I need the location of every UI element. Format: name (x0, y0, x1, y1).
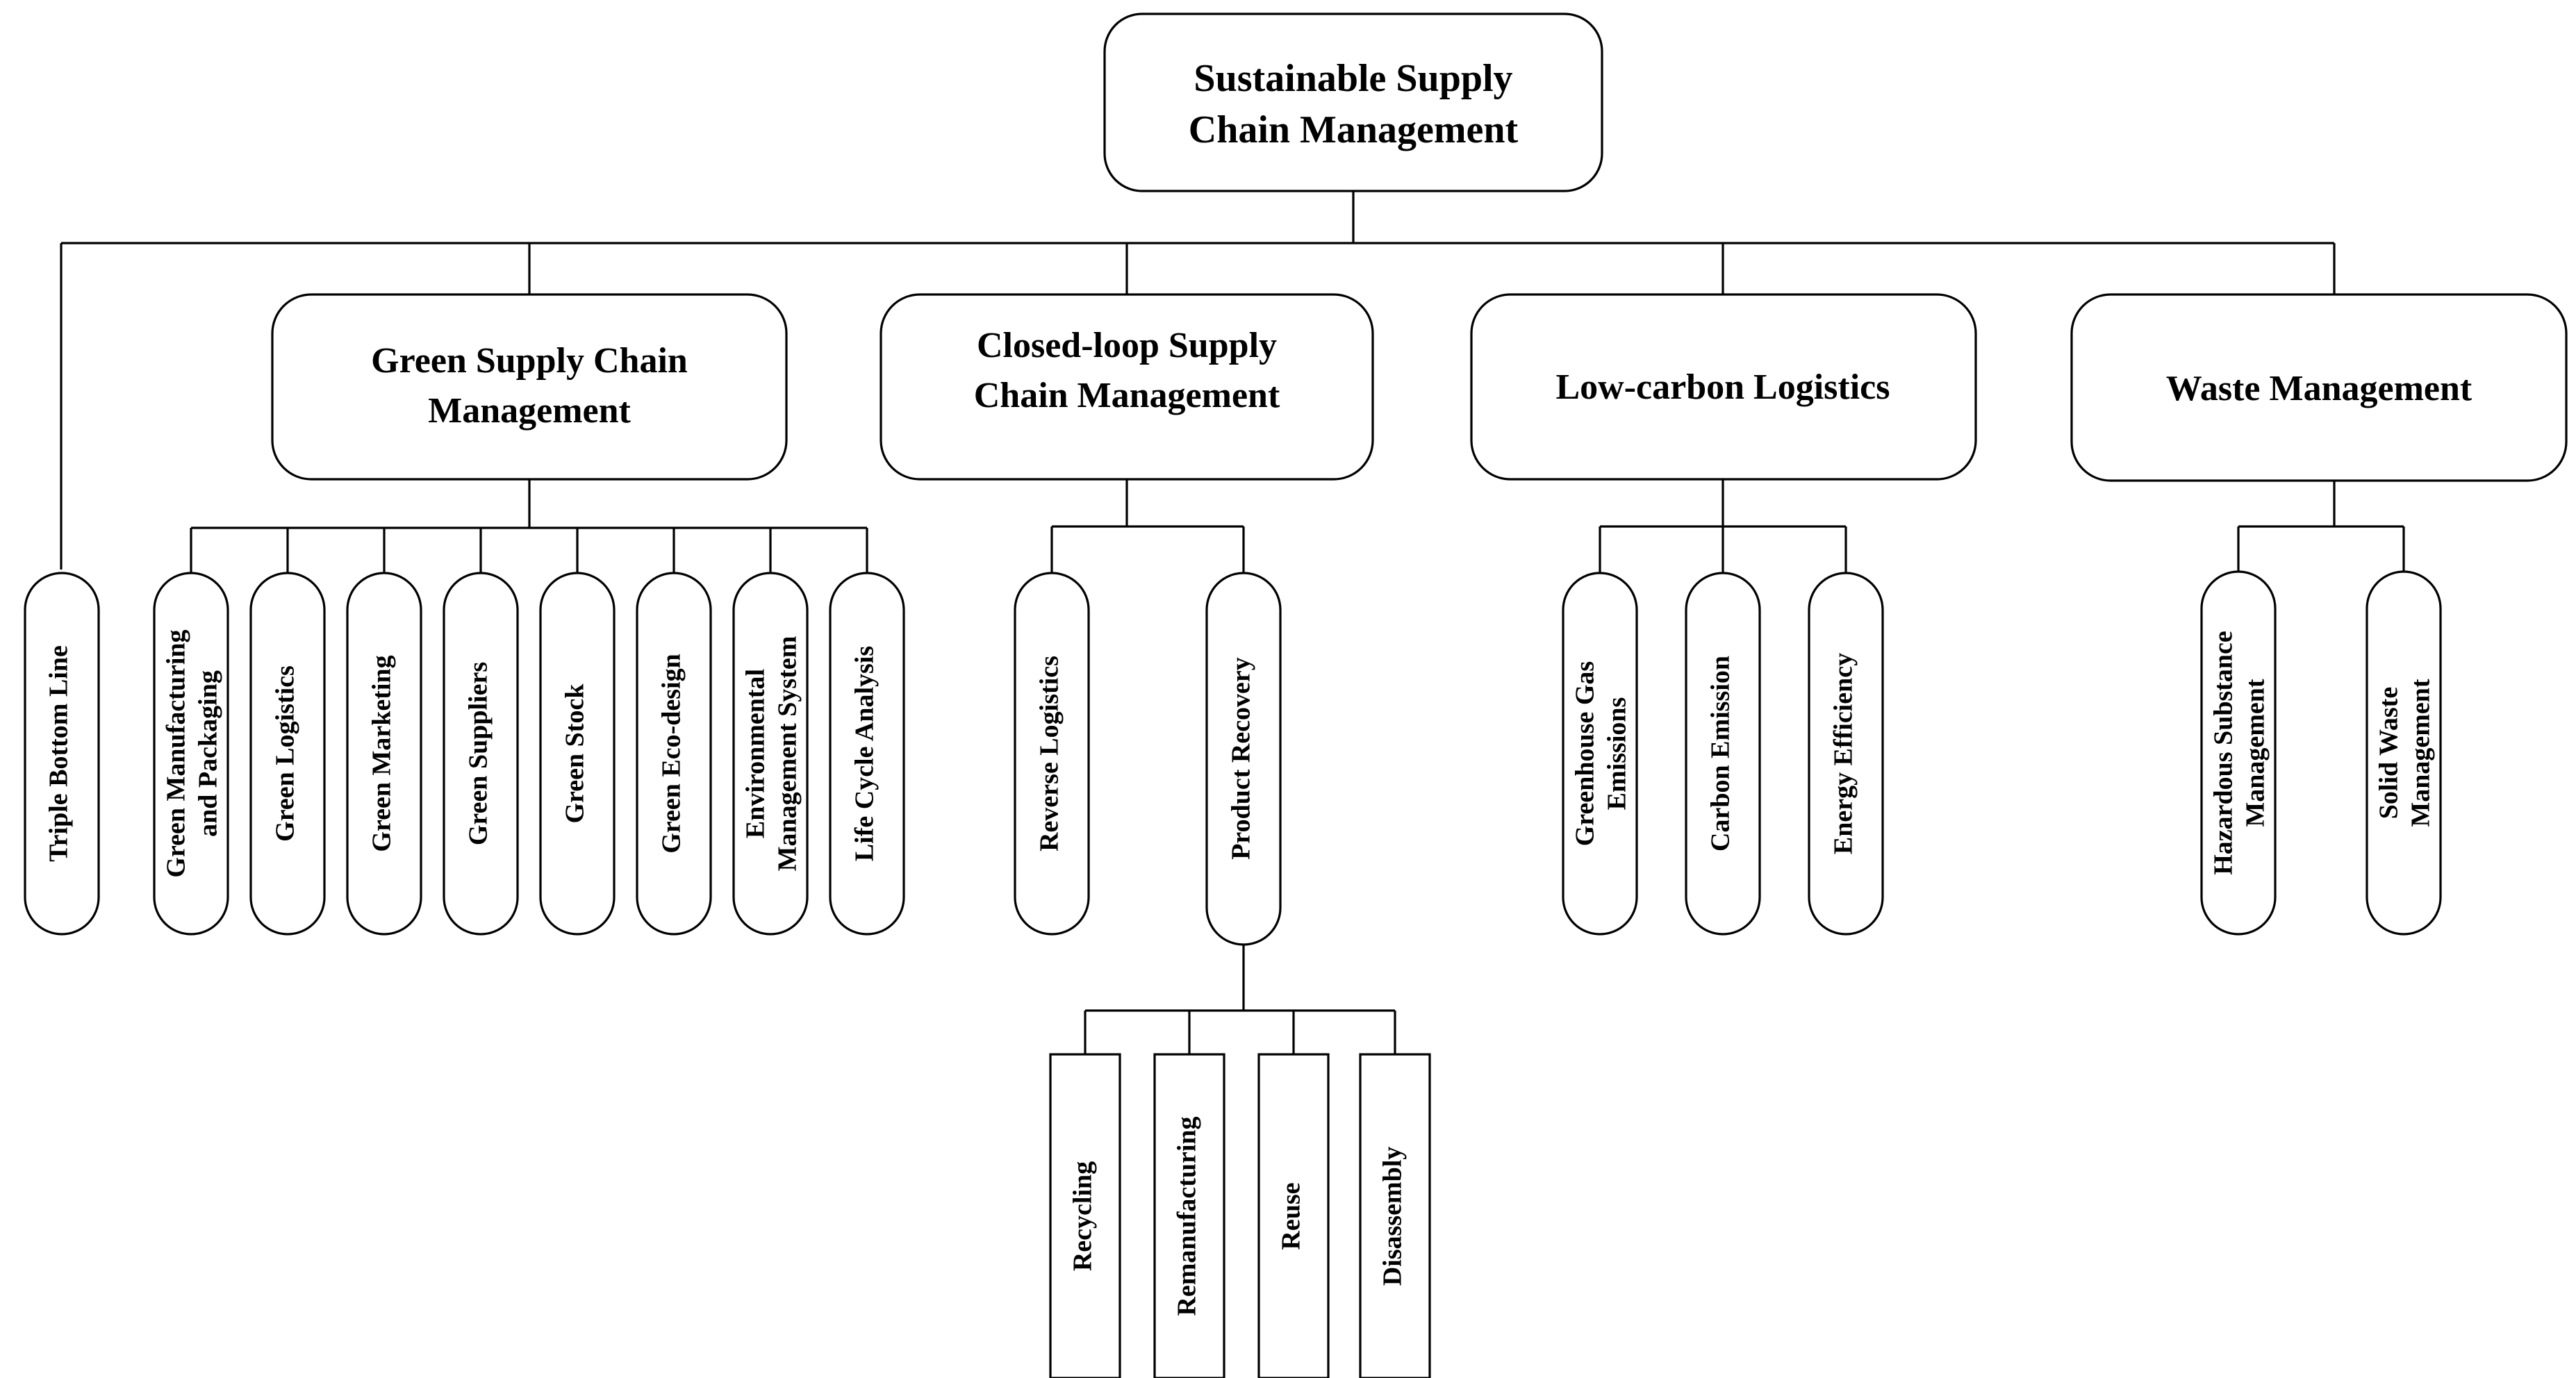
node-green-marketing-label: Green Marketing (368, 655, 397, 852)
node-life-cycle-analysis-label: Life Cycle Analysis (850, 646, 880, 861)
node-remanufacturing[interactable]: Remanufacturing (1153, 1053, 1225, 1378)
node-waste-management-label-line1: Waste Management (2166, 369, 2472, 408)
node-greenhouse-gas-emissions-label-line1: Greenhouse Gas (1571, 661, 1600, 846)
node-reuse-box[interactable] (1257, 1053, 1330, 1378)
node-disassembly[interactable]: Disassembly (1359, 1053, 1431, 1378)
node-reverse-logistics[interactable]: Reverse Logistics (1014, 572, 1090, 936)
node-root-box[interactable] (1103, 13, 1603, 192)
node-closed-loop-supply-chain-management-label-line2: Chain Management (974, 376, 1280, 415)
node-solid-waste-management-label-line2: Management (2406, 679, 2436, 827)
node-energy-efficiency[interactable]: Energy Efficiency (1808, 572, 1884, 936)
node-green-marketing-box[interactable] (346, 572, 422, 936)
node-recycling-box[interactable] (1049, 1053, 1121, 1378)
node-carbon-emission-box[interactable] (1685, 572, 1761, 936)
node-solid-waste-management[interactable]: Solid Waste Management (2366, 570, 2442, 936)
node-recycling-label: Recycling (1068, 1161, 1098, 1271)
node-green-eco-design-label: Green Eco-design (657, 654, 686, 853)
node-low-carbon-logistics-label-line1: Low-carbon Logistics (1556, 367, 1890, 407)
node-green-stock-box[interactable] (539, 572, 616, 936)
node-green-manufacturing-and-packaging-label-line1: Green Manufacturing (162, 629, 191, 877)
node-hazardous-substance-management[interactable]: Hazardous Substance Management (2200, 570, 2277, 936)
node-solid-waste-management-label-line1: Solid Waste (2375, 687, 2404, 819)
node-reuse[interactable]: Reuse (1257, 1053, 1330, 1378)
node-root-label-line1: Sustainable Supply (1194, 57, 1512, 100)
node-root[interactable]: Sustainable Supply Chain Management (1103, 13, 1603, 192)
node-disassembly-label: Disassembly (1378, 1147, 1407, 1286)
node-green-eco-design-box[interactable] (636, 572, 712, 936)
node-product-recovery[interactable]: Product Recovery (1205, 572, 1282, 946)
node-remanufacturing-box[interactable] (1153, 1053, 1225, 1378)
node-environmental-management-system[interactable]: Environmental Management System (732, 572, 809, 936)
node-green-supply-chain-management-label-line2: Management (428, 391, 631, 431)
node-environmental-management-system-label-line1: Environmental (741, 669, 770, 838)
node-greenhouse-gas-emissions[interactable]: Greenhouse Gas Emissions (1562, 572, 1638, 936)
node-reverse-logistics-box[interactable] (1014, 572, 1090, 936)
node-triple-bottom-line-label: Triple Bottom Line (44, 645, 74, 862)
node-closed-loop-supply-chain-management[interactable]: Closed-loop Supply Chain Management (880, 293, 1374, 481)
node-waste-management-box[interactable] (2070, 293, 2568, 482)
node-environmental-management-system-label-line2: Management System (773, 636, 802, 872)
node-energy-efficiency-box[interactable] (1808, 572, 1884, 936)
node-disassembly-box[interactable] (1359, 1053, 1431, 1378)
node-green-suppliers[interactable]: Green Suppliers (443, 572, 519, 936)
node-green-supply-chain-management[interactable]: Green Supply Chain Management (271, 293, 788, 481)
node-reuse-label: Reuse (1277, 1182, 1306, 1250)
node-greenhouse-gas-emissions-label-line2: Emissions (1603, 697, 1632, 811)
node-recycling[interactable]: Recycling (1049, 1053, 1121, 1378)
node-carbon-emission-label: Carbon Emission (1706, 656, 1735, 852)
node-solid-waste-management-box[interactable] (2366, 570, 2442, 936)
node-green-suppliers-box[interactable] (443, 572, 519, 936)
node-low-carbon-logistics-box[interactable] (1470, 293, 1977, 481)
node-green-stock-label: Green Stock (561, 683, 590, 824)
node-hazardous-substance-management-label-line2: Management (2241, 679, 2270, 827)
node-reverse-logistics-label: Reverse Logistics (1035, 656, 1064, 852)
node-green-logistics[interactable]: Green Logistics (249, 572, 326, 936)
node-waste-management[interactable]: Waste Management (2070, 293, 2568, 482)
node-life-cycle-analysis-box[interactable] (829, 572, 905, 936)
node-hazardous-substance-management-label-line1: Hazardous Substance (2209, 631, 2238, 875)
node-green-suppliers-label: Green Suppliers (464, 662, 493, 845)
node-closed-loop-supply-chain-management-box[interactable] (880, 293, 1374, 481)
node-green-logistics-label: Green Logistics (271, 665, 300, 842)
node-green-marketing[interactable]: Green Marketing (346, 572, 422, 936)
node-triple-bottom-line-box[interactable] (24, 572, 100, 936)
node-remanufacturing-label: Remanufacturing (1173, 1116, 1202, 1315)
node-product-recovery-label: Product Recovery (1227, 657, 1256, 860)
node-green-supply-chain-management-box[interactable] (271, 293, 788, 481)
node-product-recovery-box[interactable] (1205, 572, 1282, 946)
connector-layer (60, 191, 2405, 1054)
node-hazardous-substance-management-box[interactable] (2200, 570, 2277, 936)
node-life-cycle-analysis[interactable]: Life Cycle Analysis (829, 572, 905, 936)
node-triple-bottom-line[interactable]: Triple Bottom Line (24, 572, 100, 936)
node-closed-loop-supply-chain-management-label-line1: Closed-loop Supply (977, 326, 1277, 365)
node-green-supply-chain-management-label-line1: Green Supply Chain (371, 341, 688, 381)
node-green-manufacturing-and-packaging-label-line2: and Packaging (194, 670, 223, 837)
node-low-carbon-logistics[interactable]: Low-carbon Logistics (1470, 293, 1977, 481)
node-green-manufacturing-and-packaging[interactable]: Green Manufacturing and Packaging (153, 572, 229, 936)
node-green-logistics-box[interactable] (249, 572, 326, 936)
node-green-stock[interactable]: Green Stock (539, 572, 616, 936)
node-energy-efficiency-label: Energy Efficiency (1829, 653, 1858, 854)
node-green-manufacturing-and-packaging-box[interactable] (153, 572, 229, 936)
node-root-label-line2: Chain Management (1189, 108, 1519, 151)
node-greenhouse-gas-emissions-box[interactable] (1562, 572, 1638, 936)
node-carbon-emission[interactable]: Carbon Emission (1685, 572, 1761, 936)
node-environmental-management-system-box[interactable] (732, 572, 809, 936)
node-green-eco-design[interactable]: Green Eco-design (636, 572, 712, 936)
